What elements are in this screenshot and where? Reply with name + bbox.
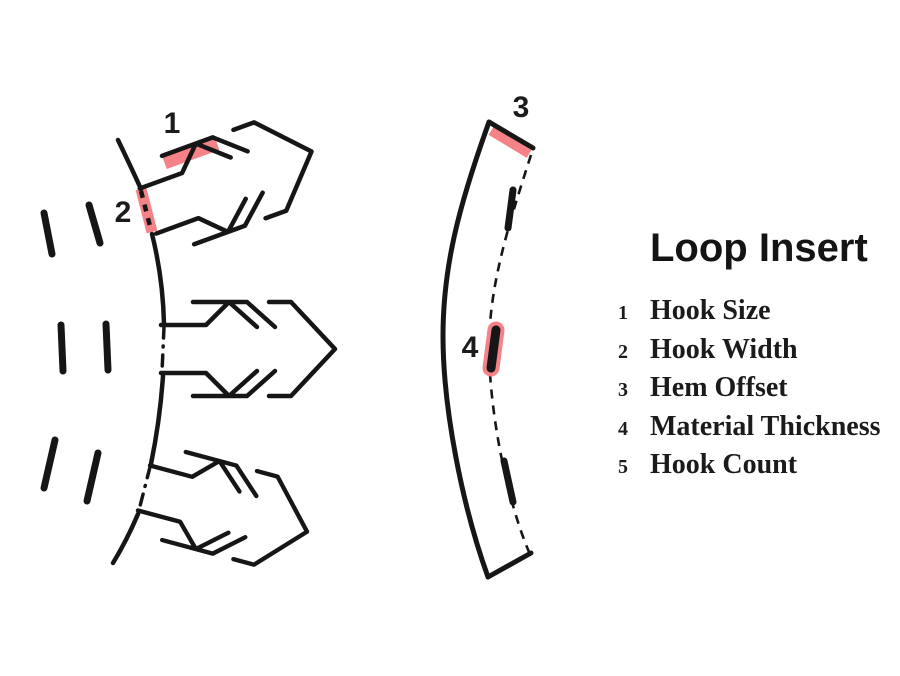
tick-mark <box>40 436 59 492</box>
hook-count-ticks <box>40 201 112 505</box>
tick-mark <box>102 320 112 374</box>
legend-item-number: 3 <box>618 379 628 401</box>
hook-middle <box>161 302 335 396</box>
strip-bottom-edge <box>485 550 534 580</box>
hook-top <box>131 105 327 255</box>
strip-outer-edge <box>440 119 492 580</box>
legend-item-number: 5 <box>618 456 628 478</box>
material-thickness-highlight <box>482 321 505 377</box>
edge-arc-lower <box>148 373 166 467</box>
side-view-strip <box>440 119 536 580</box>
figure-label-hem-offset: 3 <box>512 91 530 124</box>
legend-item-label: Material Thickness <box>650 410 881 442</box>
legend-item-number: 2 <box>618 340 628 363</box>
legend-item-label: Hem Offset <box>650 372 788 403</box>
tick-mark <box>83 449 102 505</box>
legend-item-label: Hook Count <box>650 449 798 480</box>
legend-item-hem-offset: 3 Hem Offset <box>618 369 880 408</box>
page-title: Loop Insert <box>650 226 868 270</box>
edge-arc-dash-bottom <box>137 465 152 512</box>
hook-bottom <box>132 444 319 576</box>
hem-offset-highlight <box>488 127 532 158</box>
edge-arc-upper <box>149 231 167 327</box>
edge-arc-top <box>115 137 144 192</box>
legend-item-hook-count: 5 Hook Count <box>618 446 880 485</box>
front-view-figure <box>40 105 335 576</box>
legend-item-label: Hook Width <box>650 333 798 365</box>
tick-mark <box>57 321 67 375</box>
hook-mark-lower <box>500 457 517 506</box>
legend-item-label: Hook Size <box>650 295 771 326</box>
legend-item-number: 1 <box>618 302 628 324</box>
edge-arc-dash-middle <box>160 325 166 374</box>
legend-item-hook-width: 2 Hook Width <box>618 331 880 370</box>
edge-arc-tail <box>110 511 141 566</box>
legend-item-material-thickness: 4 Material Thickness <box>618 408 880 447</box>
figure-label-material-thickness: 4 <box>461 331 479 364</box>
tick-mark <box>40 209 56 258</box>
legend-item-number: 4 <box>618 417 628 440</box>
hook-mark-upper <box>504 186 517 232</box>
figure-label-hook-size: 1 <box>163 107 181 140</box>
strip-top-edge <box>486 119 536 151</box>
figure-label-hook-width: 2 <box>114 196 132 229</box>
legend: 1 Hook Size 2 Hook Width 3 Hem Offset 4 … <box>618 292 880 485</box>
legend-item-hook-size: 1 Hook Size <box>618 292 880 331</box>
hook-width-highlight <box>135 187 158 234</box>
tick-mark <box>85 201 104 247</box>
